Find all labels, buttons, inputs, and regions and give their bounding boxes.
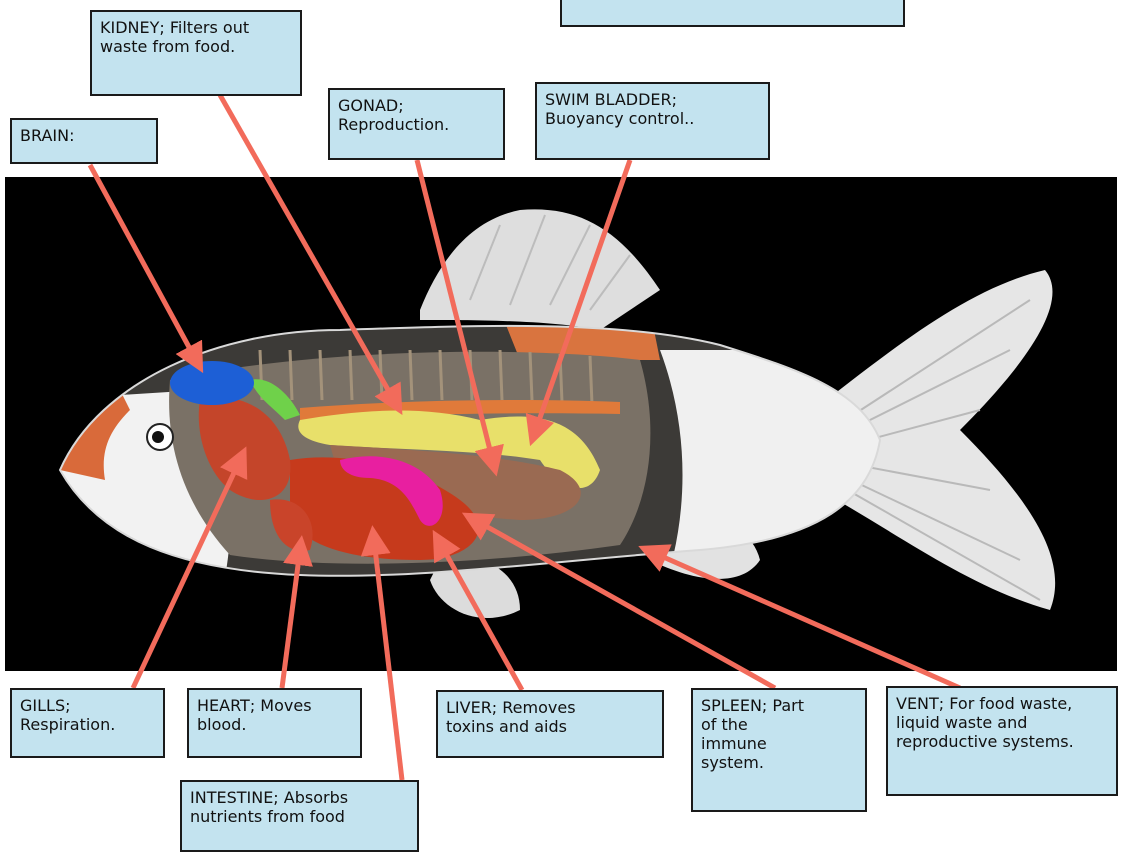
label-swim-bladder: SWIM BLADDER; Buoyancy control.. — [535, 82, 770, 160]
label-heart: HEART; Moves blood. — [187, 688, 362, 758]
label-vent: VENT; For food waste, liquid waste and r… — [886, 686, 1118, 796]
label-gonad: GONAD; Reproduction. — [328, 88, 505, 160]
label-brain: BRAIN: — [10, 118, 158, 164]
label-spleen: SPLEEN; Part of the immune system. — [691, 688, 867, 812]
label-intestine: INTESTINE; Absorbs nutrients from food — [180, 780, 419, 852]
label-top-blank — [560, 0, 905, 27]
label-liver: LIVER; Removes toxins and aids — [436, 690, 664, 758]
label-gills: GILLS; Respiration. — [10, 688, 165, 758]
label-kidney: KIDNEY; Filters out waste from food. — [90, 10, 302, 96]
brain-organ — [170, 361, 254, 405]
